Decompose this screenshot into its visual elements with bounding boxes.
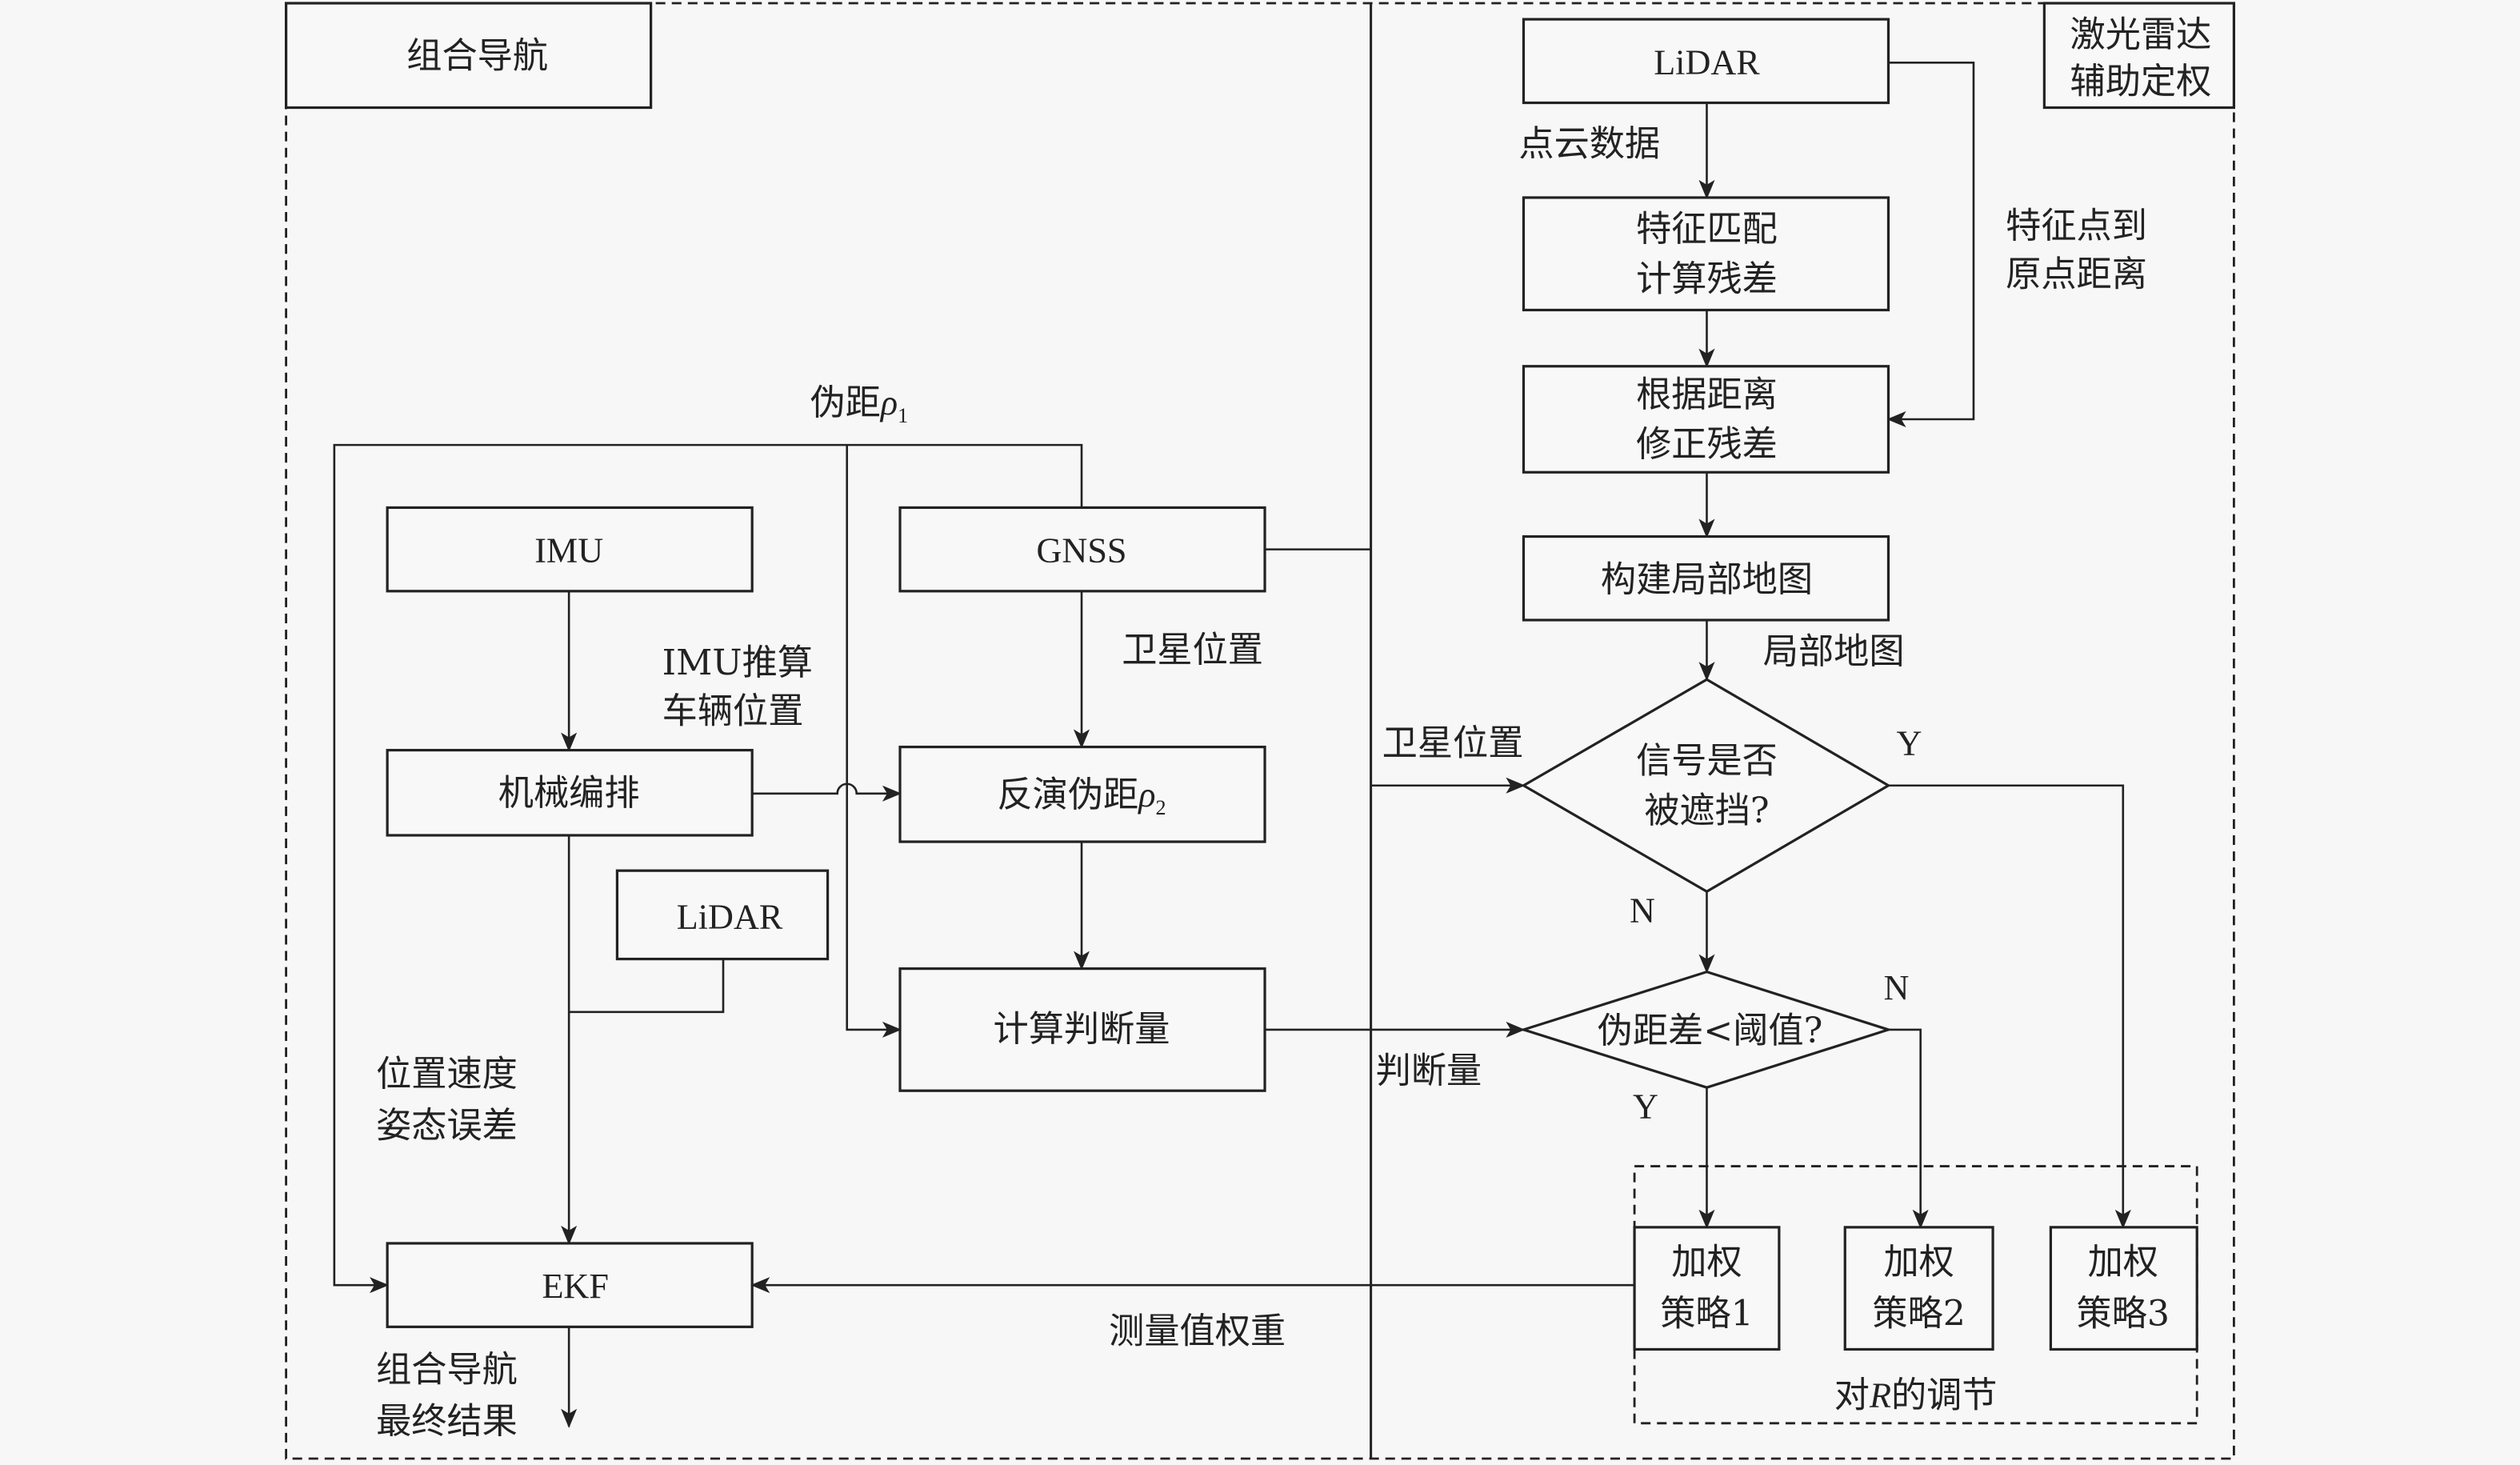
svg-text:加权: 加权 [2088, 1242, 2158, 1283]
satellite-position-label-left: 卫星位置 [1122, 630, 1263, 670]
svg-text:修正残差: 修正残差 [1636, 424, 1778, 465]
ekf-box: EKF [386, 1242, 754, 1328]
svg-text:加权: 加权 [1883, 1242, 1954, 1283]
measurement-weight-label: 测量值权重 [1109, 1311, 1286, 1351]
decision1-no-label: N [1630, 891, 1655, 930]
svg-text:加权: 加权 [1671, 1242, 1742, 1283]
feature-distance-label-line1: 特征点到 [2006, 206, 2147, 246]
pva-error-label-line1: 位置速度 [376, 1054, 518, 1095]
svg-text:机械编排: 机械编排 [498, 773, 640, 814]
svg-text:构建局部地图: 构建局部地图 [1601, 559, 1813, 600]
svg-text:LiDAR: LiDAR [1654, 42, 1760, 82]
imu-estimate-label-line2: 车辆位置 [662, 690, 804, 731]
feature-match-box: 特征匹配 计算残差 [1522, 196, 1890, 312]
imu-box: IMU [386, 506, 754, 593]
decision1-yes-arrow [1888, 784, 2131, 1229]
svg-text:计算判断量: 计算判断量 [994, 1009, 1170, 1050]
decision-threshold: 伪距差<阈值? [1519, 970, 1893, 1089]
left-section-title: 组合导航 [406, 35, 548, 76]
left-section-title-box: 组合导航 [284, 2, 653, 110]
imu-estimate-label-line1: IMU推算 [662, 642, 813, 683]
svg-text:计算残差: 计算残差 [1636, 258, 1778, 299]
svg-text:伪距差<阈值?: 伪距差<阈值? [1598, 1011, 1823, 1051]
svg-text:策略2: 策略2 [1872, 1293, 1965, 1334]
svg-text:反演伪距ρ2: 反演伪距ρ2 [998, 775, 1166, 819]
svg-text:策略1: 策略1 [1660, 1293, 1753, 1334]
strategy-2-box: 加权 策略2 [1843, 1226, 1994, 1351]
svg-text:特征匹配: 特征匹配 [1636, 209, 1778, 250]
final-result-label-line1: 组合导航 [376, 1350, 518, 1391]
satellite-position-label-right: 卫星位置 [1382, 723, 1524, 764]
mechanization-box: 机械编排 [386, 748, 754, 837]
svg-text:根据距离: 根据距离 [1636, 374, 1778, 415]
inverse-pseudorange-box: 反演伪距ρ2 [898, 745, 1266, 843]
lidar-to-correct-arrow [1886, 61, 1975, 428]
decision2-no-label: N [1883, 968, 1909, 1007]
right-section-title-line2: 辅助定权 [2070, 61, 2212, 102]
lidar-to-ekf-link [569, 959, 725, 1014]
svg-text:信号是否: 信号是否 [1636, 741, 1778, 782]
strategy-1-box: 加权 策略1 [1633, 1226, 1781, 1351]
r-adjustment-label: 对R的调节 [1834, 1375, 1998, 1416]
pseudorange-label: 伪距ρ1 [810, 382, 909, 427]
feature-distance-label-line2: 原点距离 [2006, 254, 2147, 294]
build-map-box: 构建局部地图 [1522, 534, 1890, 622]
decision2-no-arrow [1888, 1028, 1929, 1229]
svg-text:策略3: 策略3 [2077, 1293, 2170, 1334]
final-result-label-line2: 最终结果 [376, 1401, 518, 1442]
compute-judgement-box: 计算判断量 [898, 967, 1266, 1092]
svg-text:IMU: IMU [534, 531, 603, 570]
right-section-title-line1: 激光雷达 [2070, 14, 2212, 55]
decision2-yes-label: Y [1633, 1087, 1658, 1126]
right-section-title-box: 激光雷达 辅助定权 [2042, 2, 2236, 110]
gnss-box: GNSS [898, 506, 1266, 593]
judgement-label: 判断量 [1376, 1051, 1482, 1091]
pseudorange-bus-to-ekf [333, 443, 1083, 1294]
point-cloud-label: 点云数据 [1518, 124, 1660, 165]
pseudorange-to-judgement [846, 445, 902, 1038]
local-map-label: 局部地图 [1763, 631, 1905, 672]
correct-residual-box: 根据距离 修正残差 [1522, 365, 1890, 474]
strategy-3-box: 加权 策略3 [2049, 1226, 2198, 1351]
outer-frame [285, 2, 2235, 1460]
lidar-left-box: LiDAR [615, 869, 830, 961]
decision1-yes-label: Y [1897, 724, 1922, 763]
pva-error-label-line2: 姿态误差 [376, 1105, 518, 1146]
svg-text:被遮挡?: 被遮挡? [1644, 791, 1769, 831]
lidar-right-box: LiDAR [1522, 18, 1890, 105]
svg-text:EKF: EKF [542, 1267, 608, 1306]
mechanization-to-inverse-arrow [752, 783, 902, 802]
svg-text:GNSS: GNSS [1037, 531, 1127, 570]
decision-occlusion: 信号是否 被遮挡? [1521, 678, 1891, 894]
svg-text:LiDAR: LiDAR [677, 897, 783, 936]
